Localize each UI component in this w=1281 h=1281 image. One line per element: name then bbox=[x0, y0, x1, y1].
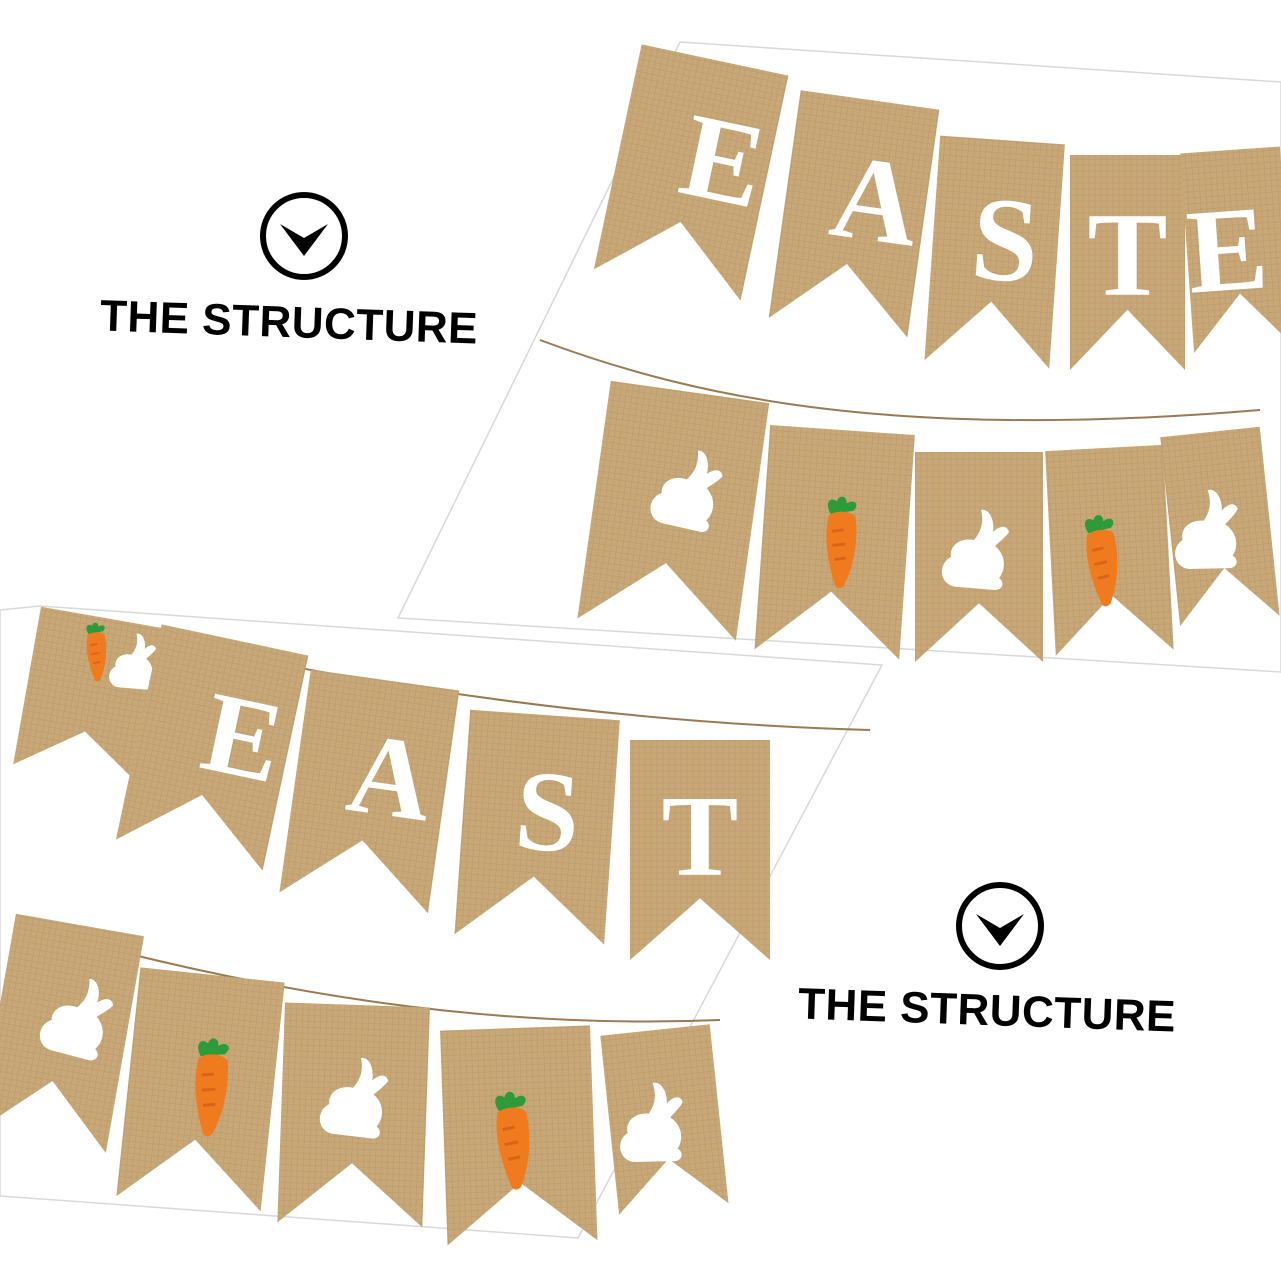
banner-twine bbox=[539, 339, 1261, 422]
banner-letter: T bbox=[662, 773, 739, 900]
pennant-flag bbox=[279, 669, 460, 914]
pennant-flag bbox=[454, 709, 620, 945]
pennant-flag bbox=[1180, 146, 1281, 354]
bunny-carrot-banner-top bbox=[539, 339, 1280, 662]
down-chevron-circle-icon bbox=[260, 192, 348, 280]
bunny-carrot-banner-bottom bbox=[0, 913, 729, 1246]
down-chevron-circle-icon bbox=[956, 882, 1044, 970]
pennant-flag bbox=[115, 624, 309, 871]
pennant-flag bbox=[13, 606, 170, 787]
banner-letter: S bbox=[511, 746, 584, 877]
pennant-flag bbox=[630, 740, 770, 960]
pennant-flag bbox=[593, 44, 789, 301]
banner-letter: S bbox=[967, 171, 1043, 308]
pennant-flag bbox=[768, 90, 940, 338]
banner-letter: E bbox=[1183, 180, 1272, 318]
banner-letter: A bbox=[340, 708, 440, 845]
banner-letter: T bbox=[1087, 188, 1167, 321]
pennant-flag bbox=[924, 135, 1065, 369]
pennant-flag bbox=[1070, 155, 1185, 370]
banner-letter: A bbox=[823, 128, 927, 272]
